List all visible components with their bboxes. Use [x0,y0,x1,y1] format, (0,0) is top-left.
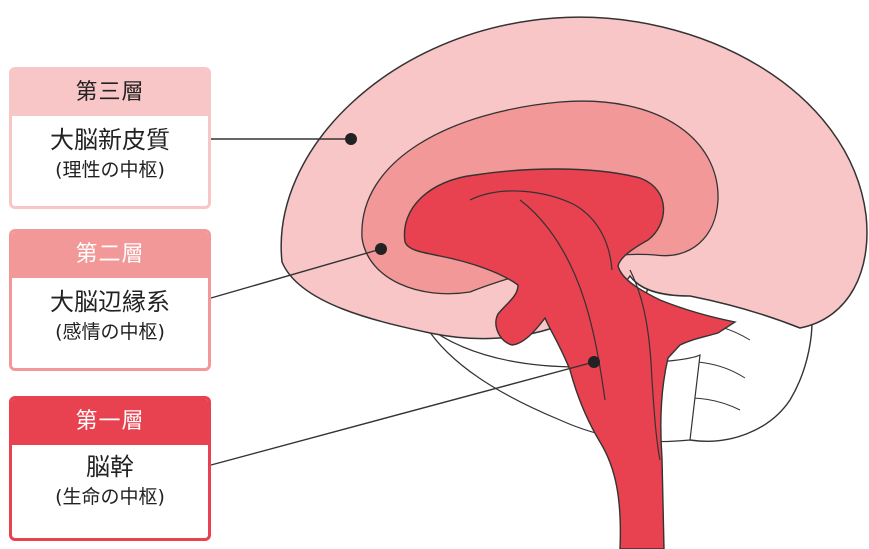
layer1-header: 第一層 [12,399,208,445]
layer1-role: (生命の中枢) [12,483,208,511]
layer1-body: 脳幹 (生命の中枢) [12,445,208,511]
layer3-name: 大脳新皮質 [12,124,208,156]
layer2-name: 大脳辺縁系 [12,286,208,318]
layer2-body: 大脳辺縁系 (感情の中枢) [12,278,208,346]
layer3-body: 大脳新皮質 (理性の中枢) [12,116,208,184]
leader-line-layer1 [211,362,594,465]
layer1-name: 脳幹 [12,451,208,483]
marker-dot-layer2 [375,243,387,255]
marker-dot-layer3 [345,133,357,145]
marker-dot-layer1 [588,356,600,368]
layer2-role: (感情の中枢) [12,318,208,346]
layer1-label-box: 第一層 脳幹 (生命の中枢) [9,396,211,541]
layer3-role: (理性の中枢) [12,156,208,184]
layer3-header: 第三層 [12,70,208,116]
layer2-header: 第二層 [12,232,208,278]
layer3-label-box: 第三層 大脳新皮質 (理性の中枢) [9,67,211,209]
layer2-label-box: 第二層 大脳辺縁系 (感情の中枢) [9,229,211,371]
